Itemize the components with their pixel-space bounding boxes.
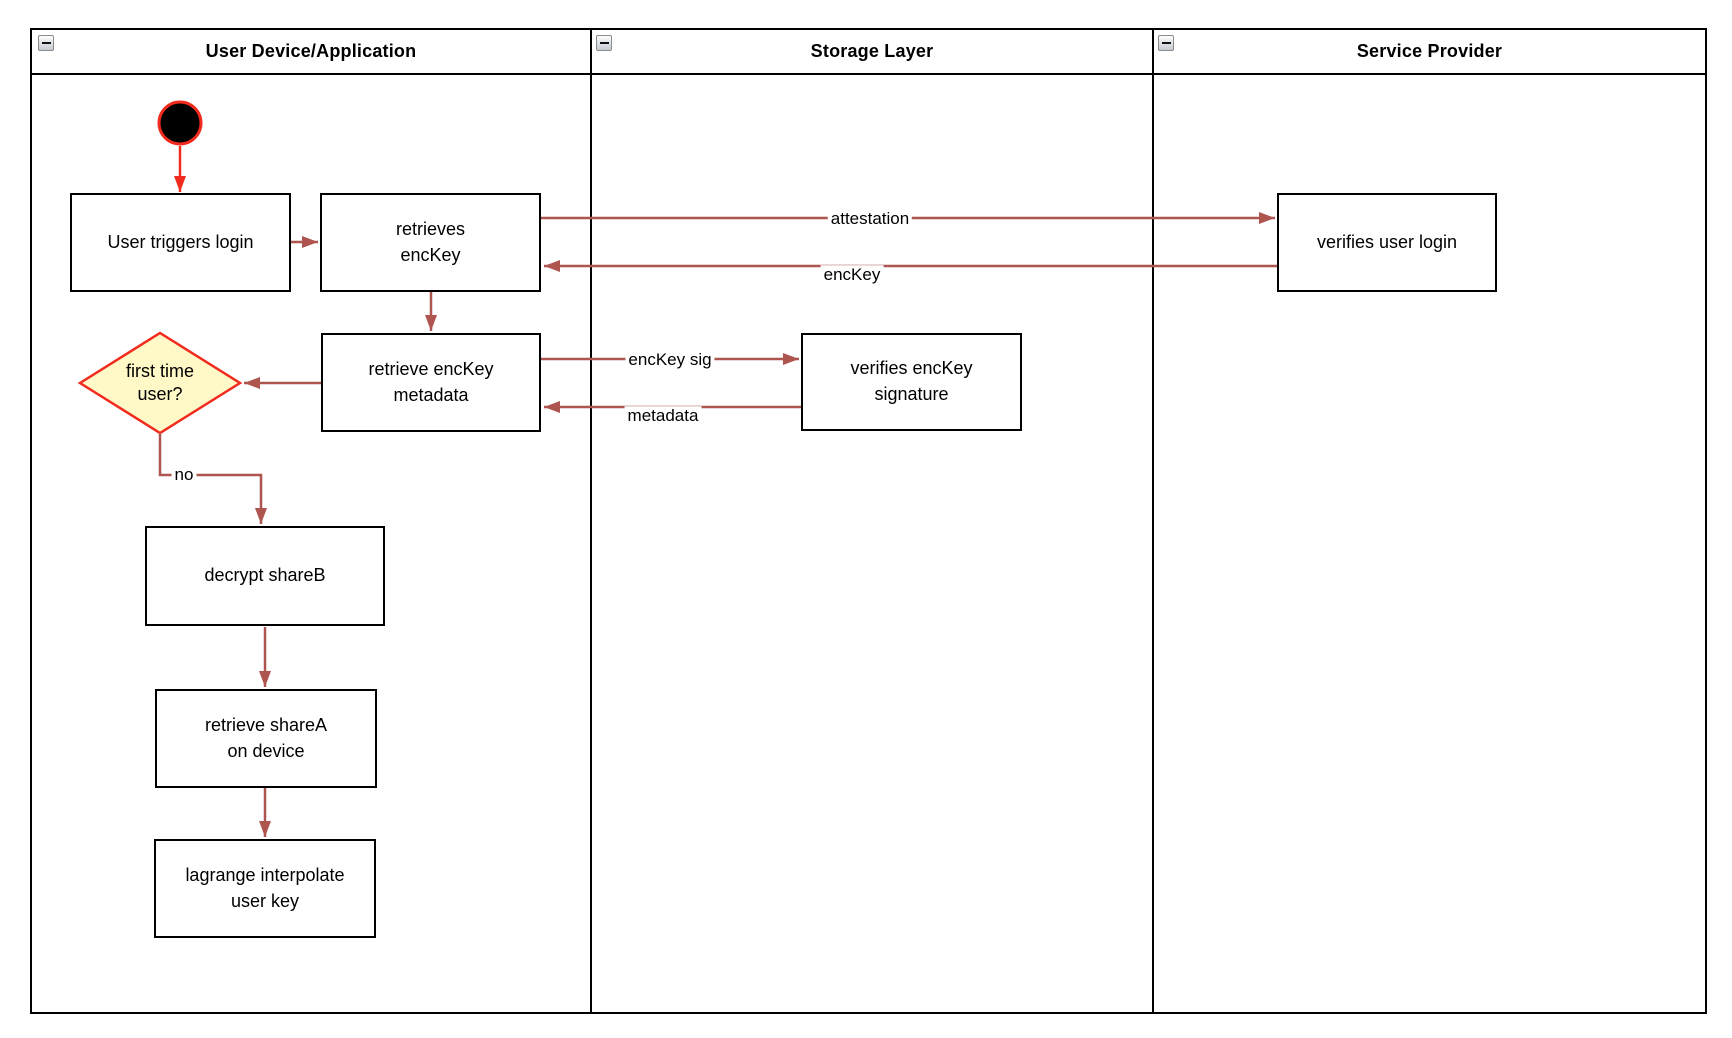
lane-title-user-device: User Device/Application: [205, 41, 417, 61]
minus-icon: [599, 42, 609, 44]
lane-divider-2: [1152, 30, 1154, 1012]
collapse-icon[interactable]: [38, 35, 54, 51]
node-retrieve-enckey-metadata[interactable]: retrieve encKey metadata: [321, 333, 541, 432]
minus-icon: [1161, 42, 1171, 44]
minus-icon: [41, 42, 51, 44]
collapse-icon[interactable]: [596, 35, 612, 51]
collapse-icon[interactable]: [1158, 35, 1174, 51]
edge-label-no: no: [171, 465, 197, 485]
edge-label-enckey-sig: encKey sig: [625, 350, 715, 370]
node-lagrange-interpolate[interactable]: lagrange interpolate user key: [154, 839, 376, 938]
edge-label-attestation: attestation: [827, 209, 913, 229]
node-verifies-enckey-signature[interactable]: verifies encKey signature: [801, 333, 1022, 431]
lane-title-storage-layer: Storage Layer: [810, 41, 934, 61]
node-verifies-user-login[interactable]: verifies user login: [1277, 193, 1497, 292]
node-user-triggers-login[interactable]: User triggers login: [70, 193, 291, 292]
decision-diamond-first-time-user[interactable]: [77, 331, 243, 435]
node-decrypt-shareb[interactable]: decrypt shareB: [145, 526, 385, 626]
lane-title-service-provider: Service Provider: [1356, 41, 1503, 61]
node-retrieves-enckey[interactable]: retrieves encKey: [320, 193, 541, 292]
edge-label-metadata: metadata: [624, 406, 702, 426]
edge-no-branch: [158, 433, 267, 524]
decision-label-first-time-user: first time user?: [125, 360, 194, 404]
lane-header-underline: [32, 73, 1705, 75]
node-retrieve-sharea[interactable]: retrieve shareA on device: [155, 689, 377, 788]
start-node[interactable]: [157, 100, 203, 146]
lane-divider-1: [590, 30, 592, 1012]
edge-label-enckey: encKey: [820, 265, 884, 285]
